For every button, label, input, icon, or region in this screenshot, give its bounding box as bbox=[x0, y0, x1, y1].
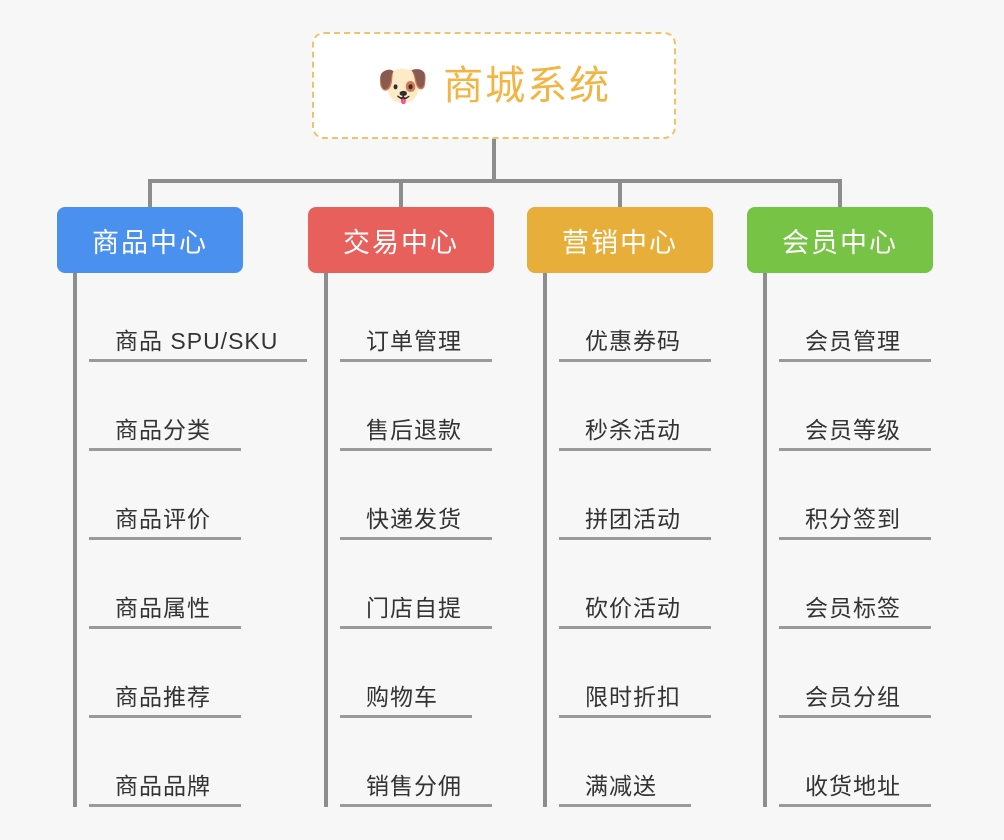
leaf-item-label: 商品品牌 bbox=[115, 773, 211, 799]
leaf-list-marketing-center: 优惠券码秒杀活动拼团活动砍价活动限时折扣满减送 bbox=[543, 273, 713, 807]
leaf-item[interactable]: 商品 SPU/SKU bbox=[88, 273, 308, 362]
leaf-item[interactable]: 会员标签 bbox=[779, 540, 933, 629]
leaf-item-label: 商品分类 bbox=[115, 417, 211, 443]
leaf-item[interactable]: 商品属性 bbox=[88, 540, 300, 629]
connector-drop-product-center bbox=[148, 179, 152, 207]
category-header-marketing-center[interactable]: 营销中心 bbox=[527, 207, 713, 273]
column-marketing-center: 营销中心优惠券码秒杀活动拼团活动砍价活动限时折扣满减送 bbox=[527, 207, 713, 807]
leaf-item-label: 商品属性 bbox=[115, 595, 211, 621]
column-trade-center: 交易中心订单管理售后退款快递发货门店自提购物车销售分佣 bbox=[308, 207, 494, 807]
leaf-item-label: 满减送 bbox=[585, 773, 657, 799]
leaf-item-label: 会员管理 bbox=[805, 328, 901, 354]
leaf-item[interactable]: 销售分佣 bbox=[340, 718, 494, 807]
column-member-center: 会员中心会员管理会员等级积分签到会员标签会员分组收货地址 bbox=[747, 207, 933, 807]
leaf-item-label: 拼团活动 bbox=[585, 506, 681, 532]
category-header-trade-center[interactable]: 交易中心 bbox=[308, 207, 494, 273]
leaf-item[interactable]: 订单管理 bbox=[340, 273, 494, 362]
leaf-item[interactable]: 售后退款 bbox=[340, 362, 494, 451]
leaf-item-label: 收货地址 bbox=[805, 773, 901, 799]
dog-face-icon: 🐶 bbox=[376, 61, 430, 109]
leaf-item-label: 会员等级 bbox=[805, 417, 901, 443]
leaf-item[interactable]: 商品评价 bbox=[88, 451, 300, 540]
leaf-item-label: 快递发货 bbox=[366, 506, 462, 532]
leaf-item[interactable]: 拼团活动 bbox=[559, 451, 713, 540]
leaf-item[interactable]: 会员分组 bbox=[779, 629, 933, 718]
root-node[interactable]: 🐶 商城系统 bbox=[312, 32, 676, 139]
column-product-center: 商品中心商品 SPU/SKU 商品分类商品评价商品属性商品推荐商品品牌 bbox=[57, 207, 308, 807]
leaf-item[interactable]: 满减送 bbox=[559, 718, 713, 807]
leaf-list-product-center: 商品 SPU/SKU 商品分类商品评价商品属性商品推荐商品品牌 bbox=[73, 273, 308, 807]
leaf-item[interactable]: 商品推荐 bbox=[88, 629, 300, 718]
leaf-item-label: 限时折扣 bbox=[585, 684, 681, 710]
category-header-product-center[interactable]: 商品中心 bbox=[57, 207, 243, 273]
leaf-item[interactable]: 会员等级 bbox=[779, 362, 933, 451]
leaf-item-label: 订单管理 bbox=[366, 328, 462, 354]
leaf-item[interactable]: 限时折扣 bbox=[559, 629, 713, 718]
leaf-item[interactable]: 商品品牌 bbox=[88, 718, 300, 807]
connector-drop-trade-center bbox=[399, 179, 403, 207]
leaf-item-label: 积分签到 bbox=[805, 506, 901, 532]
leaf-item[interactable]: 砍价活动 bbox=[559, 540, 713, 629]
leaf-list-member-center: 会员管理会员等级积分签到会员标签会员分组收货地址 bbox=[763, 273, 933, 807]
leaf-item-label: 商品推荐 bbox=[115, 684, 211, 710]
leaf-item-label: 砍价活动 bbox=[585, 595, 681, 621]
connector-horizontal-bus bbox=[148, 179, 842, 183]
connector-drop-marketing-center bbox=[618, 179, 622, 207]
leaf-item-label: 优惠券码 bbox=[585, 328, 681, 354]
leaf-item-label: 商品评价 bbox=[115, 506, 211, 532]
leaf-item-label: 购物车 bbox=[366, 684, 438, 710]
leaf-item[interactable]: 积分签到 bbox=[779, 451, 933, 540]
root-title: 商城系统 bbox=[443, 63, 612, 108]
leaf-item[interactable]: 购物车 bbox=[340, 629, 494, 718]
leaf-item-label: 销售分佣 bbox=[366, 773, 462, 799]
leaf-item-label: 售后退款 bbox=[366, 417, 462, 443]
leaf-item-label: 门店自提 bbox=[366, 595, 462, 621]
leaf-list-trade-center: 订单管理售后退款快递发货门店自提购物车销售分佣 bbox=[324, 273, 494, 807]
leaf-item-label: 秒杀活动 bbox=[585, 417, 681, 443]
leaf-item[interactable]: 会员管理 bbox=[779, 273, 933, 362]
connector-drop-member-center bbox=[838, 179, 842, 207]
leaf-item-label: 商品 SPU/SKU bbox=[115, 328, 279, 354]
category-header-member-center[interactable]: 会员中心 bbox=[747, 207, 933, 273]
leaf-item[interactable]: 秒杀活动 bbox=[559, 362, 713, 451]
leaf-item-label: 会员标签 bbox=[805, 595, 901, 621]
leaf-item[interactable]: 收货地址 bbox=[779, 718, 933, 807]
connector-root-stem bbox=[492, 139, 496, 181]
leaf-item[interactable]: 优惠券码 bbox=[559, 273, 713, 362]
leaf-item-label: 会员分组 bbox=[805, 684, 901, 710]
leaf-item[interactable]: 快递发货 bbox=[340, 451, 494, 540]
leaf-item[interactable]: 商品分类 bbox=[88, 362, 300, 451]
leaf-item[interactable]: 门店自提 bbox=[340, 540, 494, 629]
